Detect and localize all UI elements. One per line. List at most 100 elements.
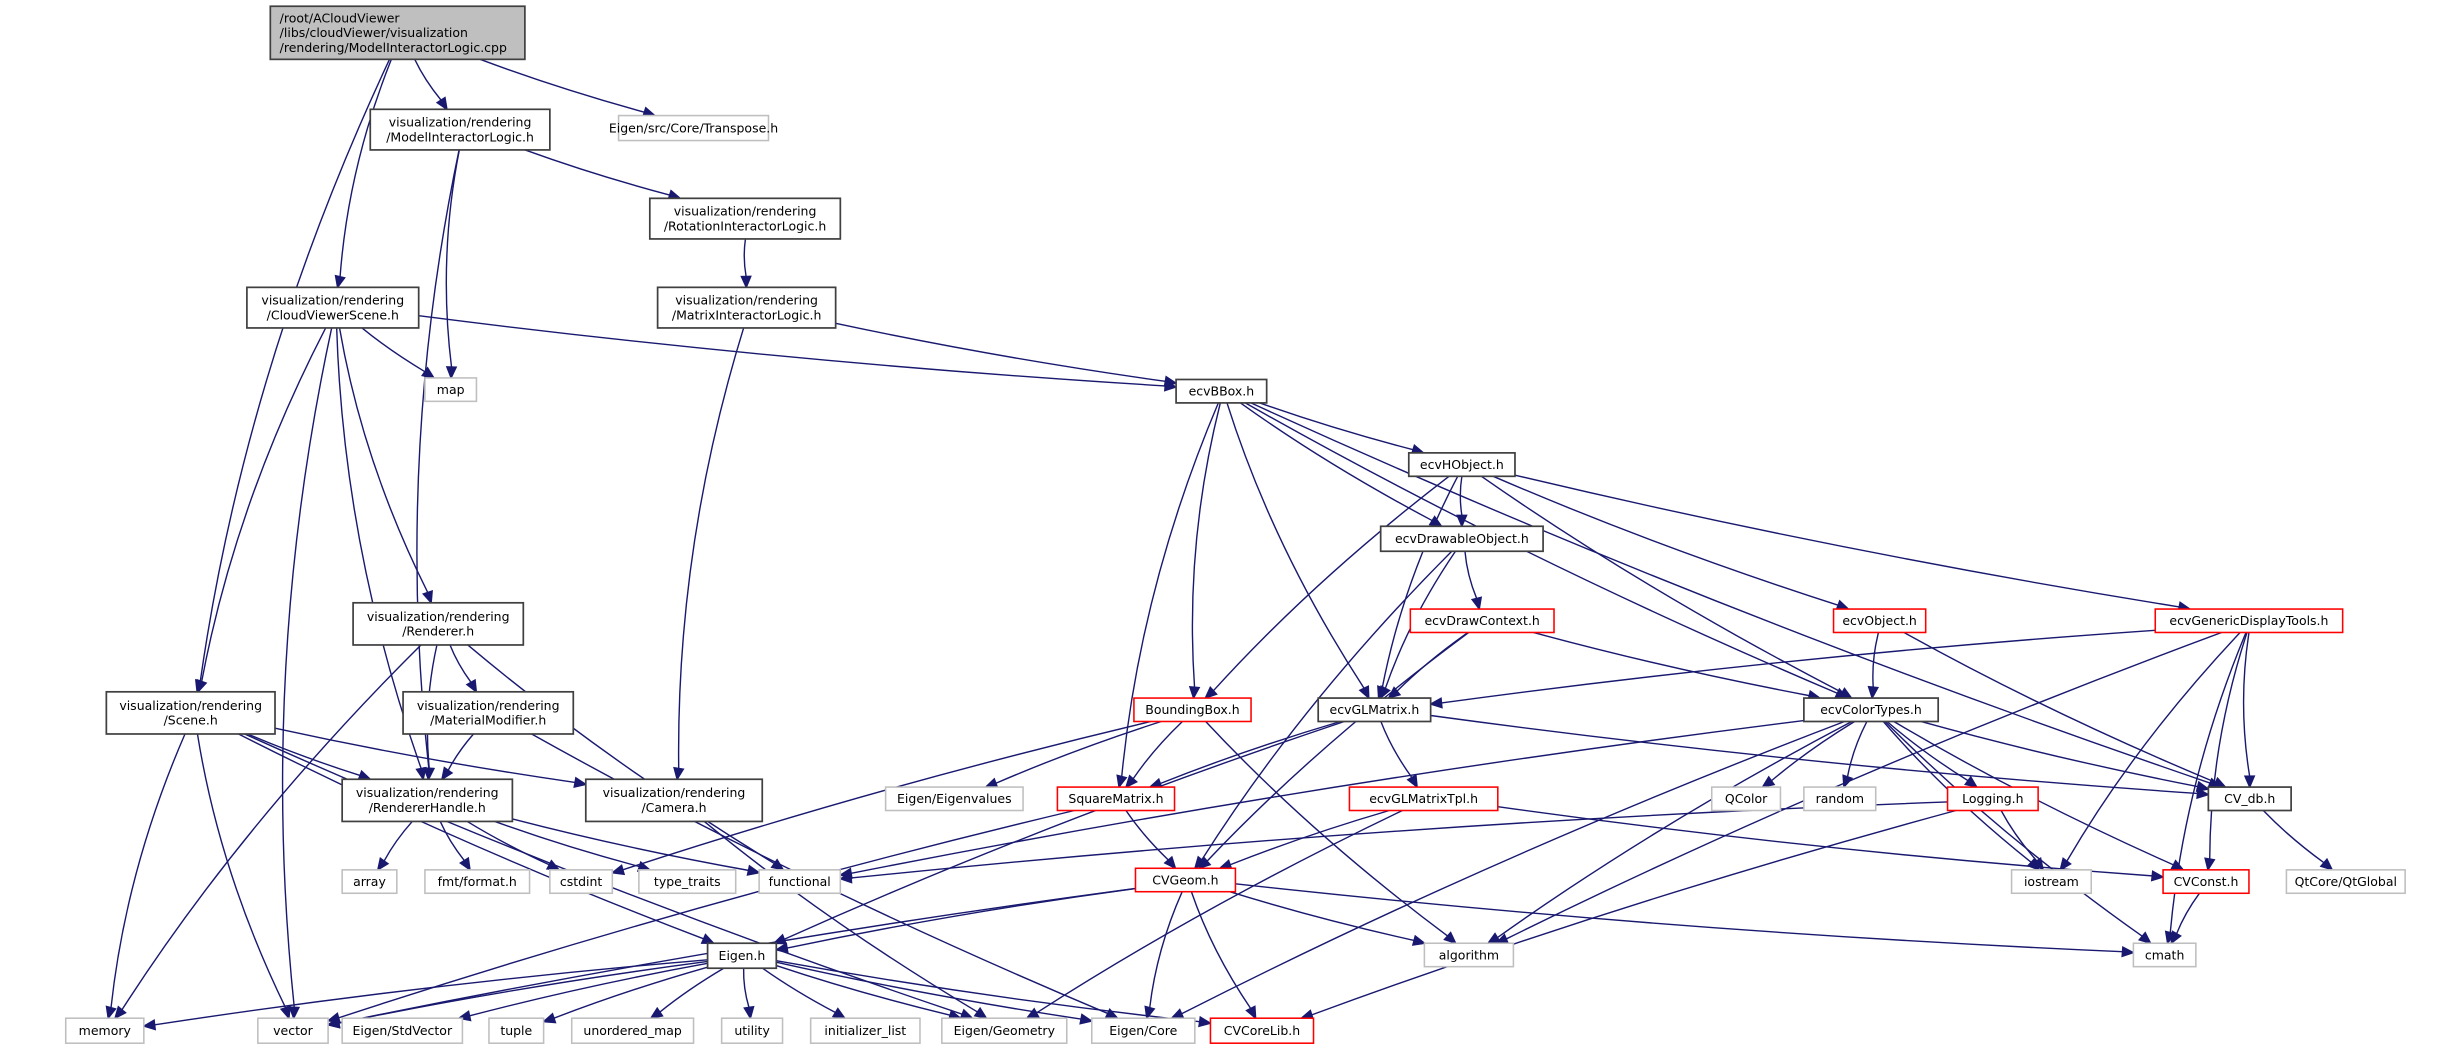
- arrowhead-icon: [1197, 856, 1212, 870]
- node-initializer-list[interactable]: initializer_list: [809, 1017, 921, 1044]
- node-geometry[interactable]: Eigen/Geometry: [941, 1017, 1068, 1044]
- node-cstdint[interactable]: cstdint: [549, 869, 614, 895]
- edge-eigen-h-to-initializer-list: [762, 967, 847, 1020]
- node-box: [584, 778, 764, 823]
- node-typetraits[interactable]: type_traits: [638, 869, 737, 895]
- node-matmod[interactable]: visualization/rendering/MaterialModifier…: [402, 690, 575, 735]
- node-box: [617, 114, 770, 142]
- edge-line: [335, 327, 422, 769]
- node-box: [2285, 869, 2406, 895]
- edge-eigen-h-to-core: [776, 961, 1094, 1025]
- node-eigen-h[interactable]: Eigen.h: [706, 942, 778, 970]
- edge-line: [1381, 475, 1459, 688]
- node-iostream[interactable]: iostream: [2010, 869, 2093, 895]
- node-squarematrix[interactable]: SquareMatrix.h: [1056, 786, 1176, 812]
- node-label: Logging.h: [1962, 791, 2023, 806]
- arrowhead-icon: [700, 933, 716, 944]
- node-qtglobal[interactable]: QtCore/QtGlobal: [2285, 869, 2406, 895]
- edge-line: [1514, 474, 2180, 608]
- node-label: /MatrixInteractorLogic.h: [672, 307, 822, 322]
- node-utility[interactable]: utility: [720, 1017, 784, 1044]
- node-stdvector[interactable]: Eigen/StdVector: [341, 1017, 464, 1044]
- edge-line: [1497, 720, 1853, 939]
- node-cvcorelib[interactable]: CVCoreLib.h: [1209, 1017, 1315, 1044]
- arrowhead-icon: [2195, 780, 2211, 792]
- node-label: visualization/rendering: [389, 114, 532, 129]
- edge-line: [659, 967, 725, 1013]
- node-root[interactable]: /root/ACloudViewer/libs/cloudViewer/visu…: [269, 5, 526, 61]
- node-renderer[interactable]: visualization/rendering/Renderer.h: [352, 601, 525, 646]
- node-ecvcolortypes[interactable]: ecvColorTypes.h: [1803, 697, 1940, 723]
- edge-line: [2242, 632, 2251, 777]
- node-random[interactable]: random: [1803, 786, 1877, 812]
- arrowhead-icon: [435, 96, 448, 111]
- arrowhead-icon: [1116, 774, 1128, 789]
- node-vector[interactable]: vector: [257, 1017, 329, 1044]
- node-matil-h[interactable]: visualization/rendering/MatrixInteractor…: [656, 286, 837, 329]
- node-box: [1379, 525, 1544, 553]
- node-label: unordered_map: [583, 1023, 681, 1038]
- node-ecvglmatrix[interactable]: ecvGLMatrix.h: [1317, 697, 1432, 723]
- edge-line: [447, 733, 475, 771]
- node-cvdb[interactable]: CV_db.h: [2207, 786, 2292, 812]
- node-label: visualization/rendering: [367, 609, 510, 624]
- node-tuple[interactable]: tuple: [488, 1017, 545, 1044]
- edge-ecvcolortypes-to-cvdb: [1920, 720, 2211, 792]
- node-mil-h[interactable]: visualization/rendering/ModelInteractorL…: [369, 108, 551, 151]
- node-cvscene[interactable]: visualization/rendering/CloudViewerScene…: [246, 286, 420, 329]
- edge-line: [1846, 721, 1868, 777]
- node-array[interactable]: array: [341, 869, 398, 895]
- node-cvgeom[interactable]: CVGeom.h: [1134, 867, 1237, 893]
- node-rhandle[interactable]: visualization/rendering/RendererHandle.h: [341, 778, 514, 823]
- node-label: algorithm: [1439, 947, 1499, 962]
- node-camera[interactable]: visualization/rendering/Camera.h: [584, 778, 764, 823]
- edge-line: [743, 238, 747, 277]
- arrowhead-icon: [1456, 514, 1468, 529]
- node-ecvgdt[interactable]: ecvGenericDisplayTools.h: [2154, 608, 2344, 634]
- edge-line: [2000, 810, 2038, 862]
- node-ecvdrawable[interactable]: ecvDrawableObject.h: [1379, 525, 1544, 553]
- node-ecvdrawctx[interactable]: ecvDrawContext.h: [1409, 608, 1555, 634]
- arrowhead-icon: [279, 1005, 291, 1020]
- node-label: array: [353, 874, 386, 889]
- node-memory[interactable]: memory: [64, 1017, 145, 1044]
- edge-line: [1380, 721, 1413, 778]
- arrowhead-icon: [1838, 687, 1854, 699]
- node-transpose[interactable]: Eigen/src/Core/Transpose.h: [609, 114, 778, 142]
- node-ecvglmatrixtpl[interactable]: ecvGLMatrixTpl.h: [1348, 786, 1499, 812]
- node-label: /RotationInteractorLogic.h: [664, 218, 826, 233]
- node-box: [369, 108, 551, 151]
- node-label: /Renderer.h: [402, 624, 474, 639]
- node-box: [884, 786, 1024, 812]
- edge-line: [1311, 809, 1957, 1016]
- edge-rhandle-to-array: [376, 820, 413, 872]
- node-core[interactable]: Eigen/Core: [1090, 1017, 1196, 1044]
- node-map[interactable]: map: [424, 377, 478, 403]
- node-box: [1133, 697, 1252, 723]
- node-scene[interactable]: visualization/rendering/Scene.h: [105, 690, 276, 735]
- node-functional[interactable]: functional: [758, 869, 842, 895]
- node-unordered-map[interactable]: unordered_map: [570, 1017, 695, 1044]
- node-ecvbbox[interactable]: ecvBBox.h: [1175, 378, 1268, 404]
- node-logging[interactable]: Logging.h: [1946, 786, 2039, 812]
- node-ril-h[interactable]: visualization/rendering/RotationInteract…: [648, 197, 842, 240]
- edge-ecvcolortypes-to-algorithm: [1486, 720, 1853, 945]
- node-ecvhobject[interactable]: ecvHObject.h: [1407, 452, 1516, 478]
- node-cmath[interactable]: cmath: [2132, 942, 2197, 968]
- node-qcolor[interactable]: QColor: [1710, 786, 1782, 812]
- node-box: [402, 690, 575, 735]
- edge-line: [1149, 891, 1183, 1008]
- edge-line: [1430, 714, 2198, 795]
- edge-eigen-h-to-tuple: [541, 966, 708, 1024]
- node-algorithm[interactable]: algorithm: [1423, 942, 1515, 968]
- arrowhead-icon: [838, 872, 853, 884]
- node-cvconst[interactable]: CVConst.h: [2162, 869, 2250, 895]
- node-fmtformat[interactable]: fmt/format.h: [424, 869, 531, 895]
- edge-line: [622, 720, 1151, 871]
- edge-ecvgdt-to-cvdb: [2242, 632, 2256, 789]
- node-ecvobject[interactable]: ecvObject.h: [1832, 608, 1927, 634]
- edge-ecvgdt-to-ecvglmatrix: [1428, 629, 2156, 709]
- node-label: cstdint: [560, 874, 603, 889]
- node-eigenvalues[interactable]: Eigen/Eigenvalues: [884, 786, 1024, 812]
- node-boundingbox[interactable]: BoundingBox.h: [1133, 697, 1252, 723]
